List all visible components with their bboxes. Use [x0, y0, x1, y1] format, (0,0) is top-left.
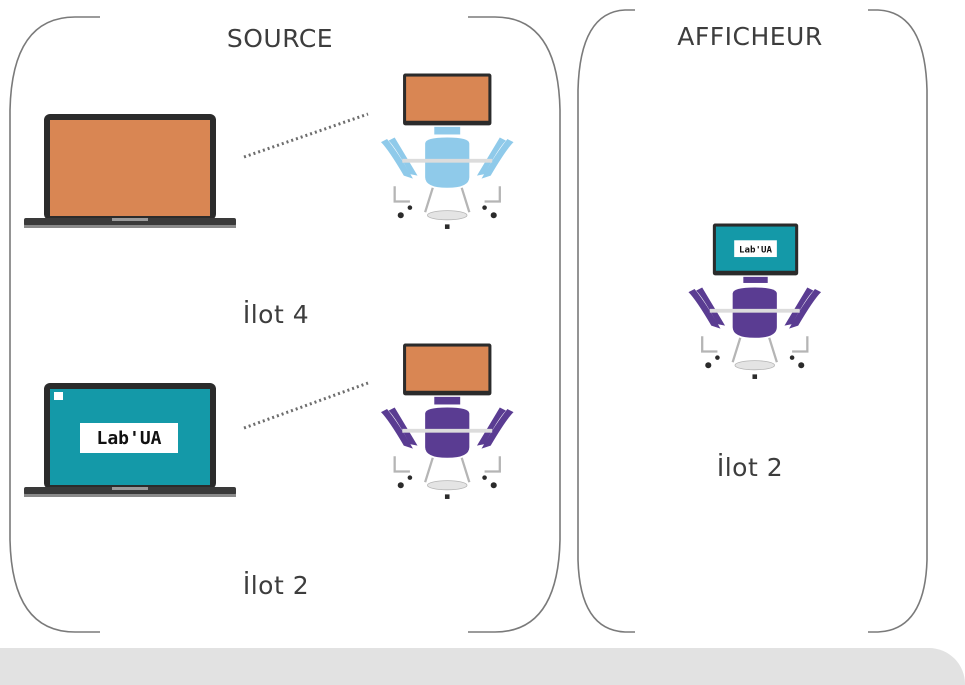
display-panel-title: AFFICHEUR [677, 22, 823, 51]
bottom-band [0, 648, 965, 685]
laptop-icon [24, 114, 236, 228]
conference-table-icon: Lab'UA [688, 223, 822, 379]
conference-table-icon [380, 73, 514, 229]
source-island-label: İlot 2 [242, 571, 310, 600]
display-island-label: İlot 2 [716, 453, 784, 482]
source-panel-title: SOURCE [226, 24, 334, 53]
conference-table-icon [380, 343, 514, 499]
svg-text:Lab'UA: Lab'UA [96, 428, 161, 449]
laptop-icon: Lab'UA [24, 383, 236, 497]
source-island-label: İlot 4 [242, 300, 310, 329]
svg-text:Lab'UA: Lab'UA [739, 245, 772, 255]
